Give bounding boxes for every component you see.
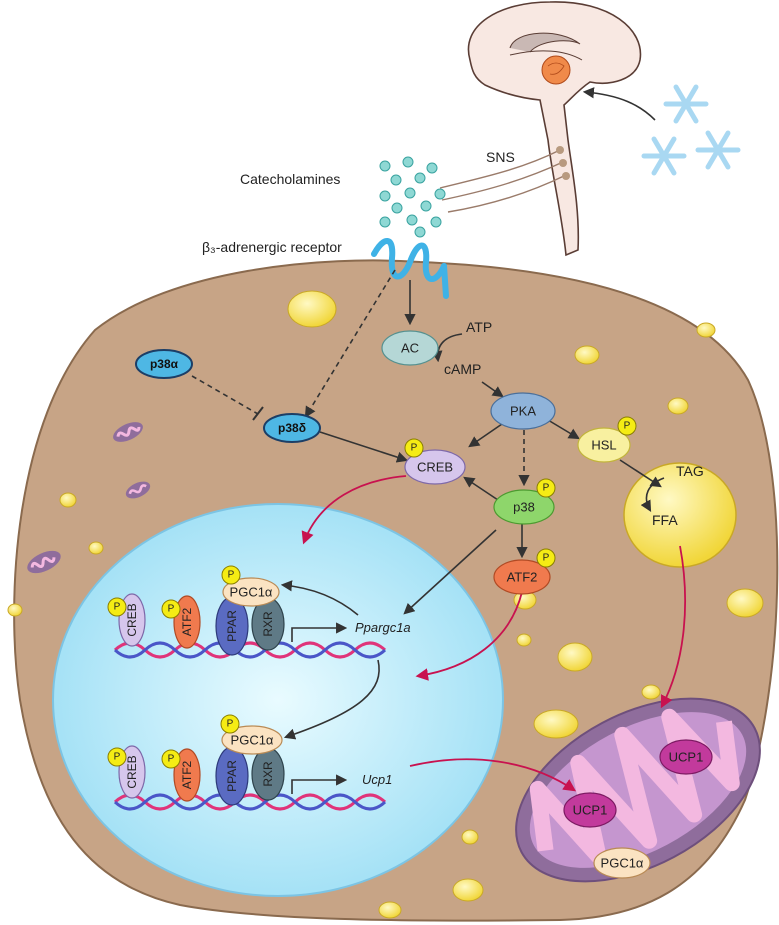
p38-phospho-label: P [543,483,550,494]
p38a-inhibits-p38d [191,375,259,415]
pgc1a-mito-label: PGC1α [601,856,644,871]
ucp1-protein-1-label: UCP1 [669,750,704,765]
ac-node: AC [381,330,439,366]
pgc1a-nuclear-1-label: PGC1α [230,585,273,600]
atf2-nuclear-1-phospho: P [168,604,175,615]
creb-nuclear-1: CREB P [107,593,146,647]
p38d-label: p38δ [278,421,306,435]
ac-label: AC [401,341,419,356]
ppar-nuclear-1-label: PPAR [225,610,239,642]
hsl-phospho-label: P [624,421,631,432]
ppargc1a-to-pgc1a-arrow-2 [283,659,380,740]
creb-to-nucleus-arrow [301,475,407,545]
dna-helix-icon [113,793,387,811]
creb-nuclear-2-phospho: P [114,752,121,763]
atf2-phospho-label: P [543,553,550,564]
tag-label: TAG [676,463,704,479]
pgc1a-nuclear-2-label: PGC1α [231,733,274,748]
dna-helix-icon [113,641,387,659]
ucp1-gene-label: Ucp1 [362,772,392,787]
hsl-node: HSL P [577,416,637,463]
ucp1-gene-to-mitochondria-arrow [409,758,577,792]
tss-arrow-ppargc1a [291,622,348,642]
ucp1-protein-1: UCP1 [659,739,713,775]
creb-nuclear-1-phospho: P [114,602,121,613]
rxr-nuclear-2-label: RXR [261,761,275,787]
creb-nuclear-2: CREB P [107,745,146,799]
pka-node: PKA [490,392,556,430]
ppargc1a-to-pgc1a-arrow [280,580,359,616]
lipid-droplet-large [623,462,737,568]
snowflake-icon [663,84,709,124]
small-mitochondria [27,422,151,574]
atp-to-camp-arrow [431,333,463,363]
atf2-nuclear-2: ATF2 P [161,748,201,802]
hsl-label: HSL [591,438,616,453]
creb-cytosol-label: CREB [417,460,453,475]
atp-label: ATP [466,319,492,335]
creb-phospho-label: P [411,443,418,454]
p38a-inhibit-bar [252,406,264,421]
creb-nuclear-2-label: CREB [125,755,139,788]
pgc1a-nuclear-1-phospho: P [228,570,235,581]
camp-label: cAMP [444,361,481,377]
atf2-cytosol-label: ATF2 [507,570,538,585]
pka-to-creb-arrow [468,423,503,448]
ffa-to-mitochondria-arrow [660,545,686,709]
pka-label: PKA [510,404,536,419]
p38d-to-creb-arrow [319,431,409,463]
ffa-label: FFA [652,512,678,528]
tag-to-ffa-arrow [640,477,665,512]
catecholamines-label: Catecholamines [240,171,340,187]
rxr-nuclear-1: RXR [251,597,285,651]
mitochondrion-icon [113,422,143,442]
ppar-nuclear-1: PPAR [215,596,249,656]
ucp1-protein-2: UCP1 [563,792,617,828]
p38a-node: p38α [135,349,193,379]
tss-arrow-ucp1 [291,774,348,794]
ppar-nuclear-2: PPAR [215,746,249,806]
mitochondrion-icon [125,481,151,499]
pka-to-hsl-arrow [547,419,580,440]
snowflake-icon [641,136,687,176]
pgc1a-nuclear-1: PGC1α P [221,565,280,607]
cold-to-brain-arrow [582,87,656,121]
ppargc1a-gene-label: Ppargc1a [355,620,411,635]
p38-to-ppargc1a-arrow [403,529,497,615]
catecholamine-molecules [379,156,446,238]
p38d-node: p38δ [263,413,321,443]
atf2-cytosol-node: ATF2 P [493,548,556,595]
p38-label: p38 [513,500,535,515]
snowflake-icon [695,130,741,170]
p38a-label: p38α [150,357,179,371]
hsl-to-tag-arrow [619,459,662,488]
p38-node: p38 P [493,478,556,525]
atf2-nuclear-2-phospho: P [168,754,175,765]
nucleus [52,503,504,897]
atf2-nuclear-1-label: ATF2 [180,607,194,636]
rxr-nuclear-2: RXR [251,747,285,801]
atf2-nuclear-2-label: ATF2 [180,760,194,789]
mitochondrion-icon [27,550,61,574]
pgc1a-mito: PGC1α [593,847,651,879]
atf2-to-nucleus-arrow [415,591,523,681]
pgc1a-nuclear-2: PGC1α P [220,714,283,755]
rxr-nuclear-1-label: RXR [261,611,275,637]
sns-label: SNS [486,149,515,165]
creb-nuclear-1-label: CREB [125,603,139,636]
sns-nerves [439,146,570,213]
pgc1a-nuclear-2-phospho: P [227,719,234,730]
camp-to-pka-arrow [481,381,504,398]
receptor-to-p38d-arrow [304,269,396,418]
receptor-label: β₃-adrenergic receptor [202,239,342,255]
p38-to-creb-arrow [463,476,499,501]
brain-icon [467,1,642,257]
ppar-nuclear-2-label: PPAR [225,760,239,792]
creb-cytosol-node: CREB P [404,438,466,485]
ucp1-protein-2-label: UCP1 [573,803,608,818]
atf2-nuclear-1: ATF2 P [161,595,201,649]
receptor-icon [371,238,449,299]
